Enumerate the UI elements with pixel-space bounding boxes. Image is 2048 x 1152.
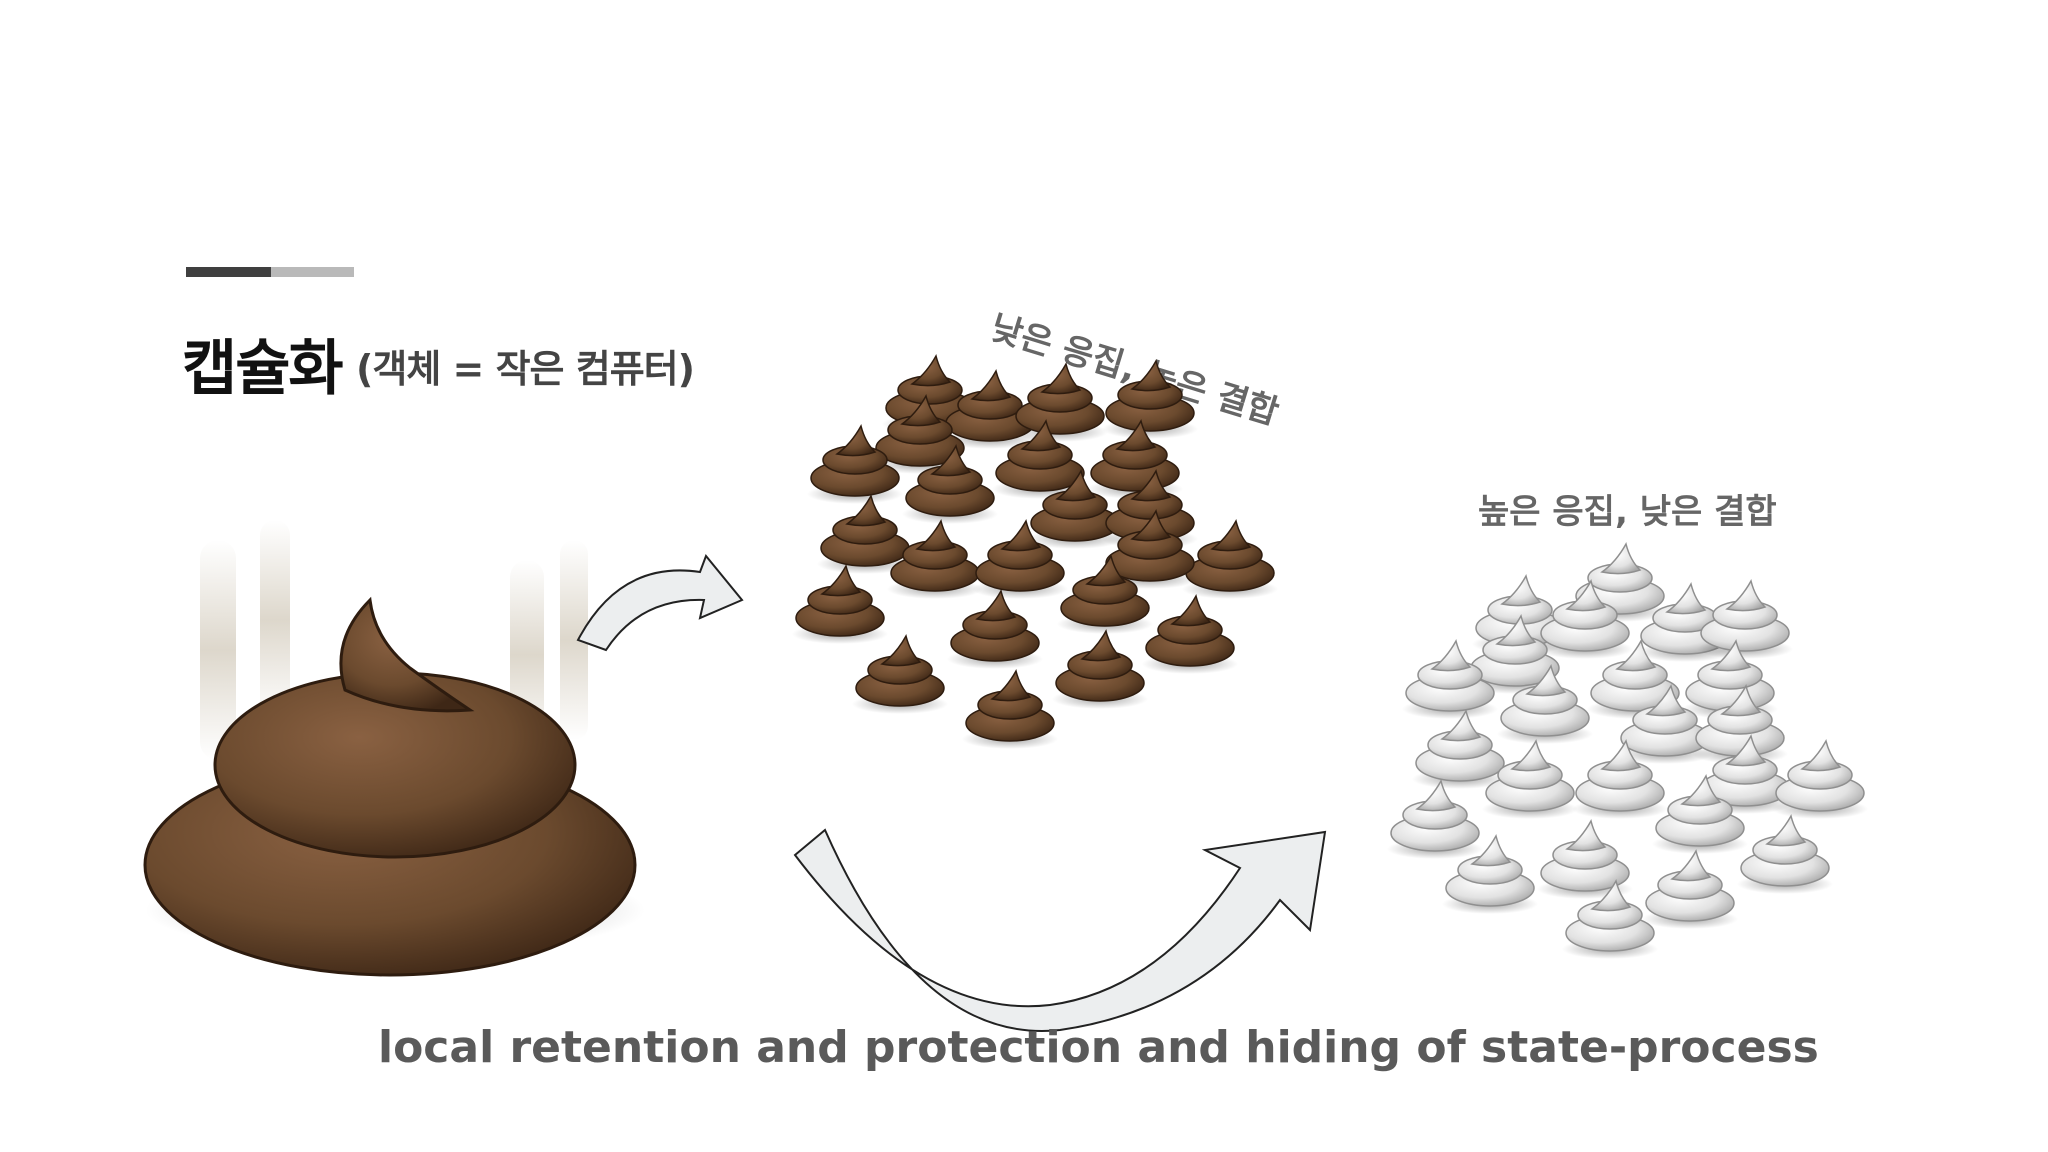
slide-subtitle: (객체 = 작은 컴퓨터) (356, 347, 695, 391)
accent-bar-dark (186, 267, 271, 277)
large-curved-arrow-icon (793, 828, 1327, 1032)
white-soft-serve-cluster (1386, 543, 1869, 960)
accent-bar-light (271, 267, 354, 277)
slide-title: 캡슐화 (182, 334, 344, 404)
brown-poop-cluster (791, 355, 1279, 750)
big-poop-icon (143, 520, 645, 977)
caption: local retention and protection and hidin… (378, 1022, 1819, 1073)
high-cohesion-label: 높은 응집, 낮은 결합 (1478, 492, 1777, 532)
small-curved-arrow-icon (576, 554, 744, 652)
